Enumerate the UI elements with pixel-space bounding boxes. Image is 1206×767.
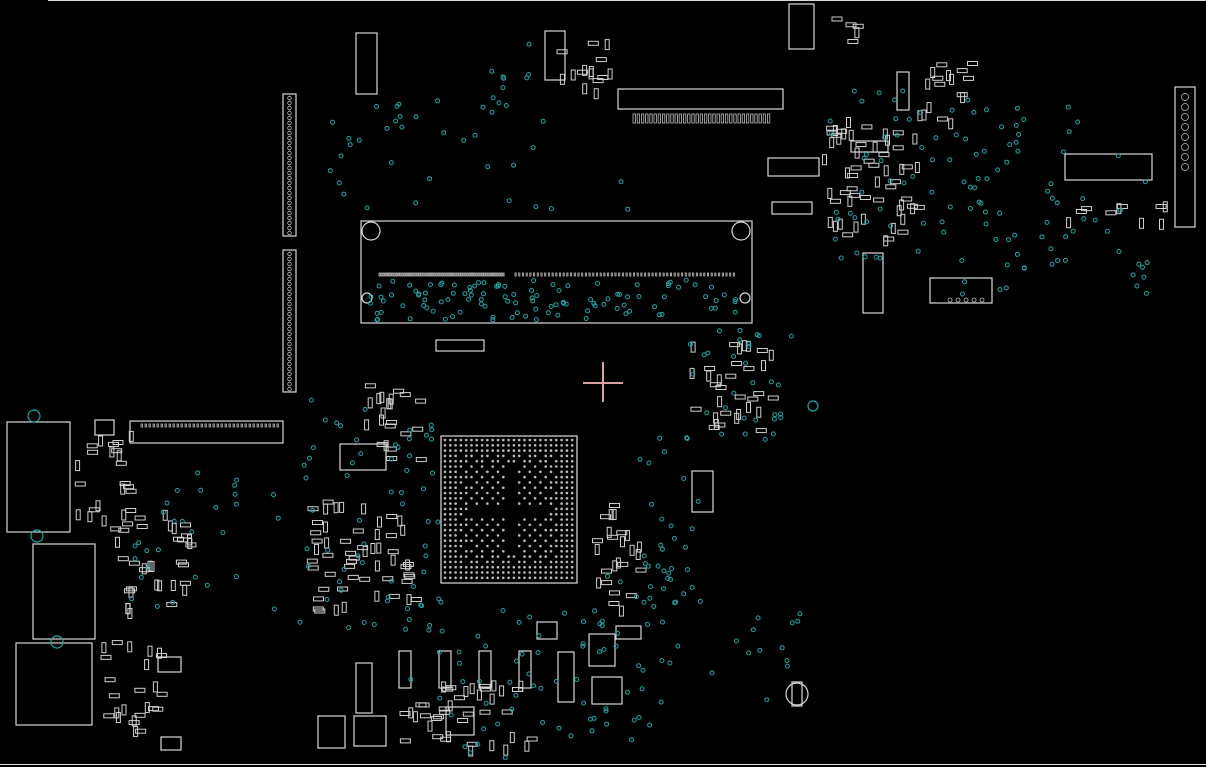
via-large-l1 <box>27 409 41 423</box>
via-large-m <box>807 400 819 412</box>
cap-b3 <box>438 650 452 689</box>
chip-small-1 <box>767 157 820 177</box>
chip-right-1 <box>896 71 910 111</box>
board-top-edge <box>48 0 1206 1</box>
board-bottom-edge <box>0 764 1206 765</box>
mount-hole-br <box>739 292 751 304</box>
chip-top-1 <box>355 32 378 95</box>
mount-hole-left <box>361 221 381 241</box>
via-large-b <box>785 682 809 706</box>
via-large-l2 <box>30 529 44 543</box>
inductor-b3 <box>445 706 475 736</box>
part-b6 <box>536 621 558 640</box>
usb-connector-1 <box>6 421 71 533</box>
via-large-l3 <box>50 635 64 649</box>
chip-small-2 <box>771 201 813 215</box>
cap-b5 <box>518 650 532 689</box>
cap-b1 <box>355 662 373 714</box>
mount-hole-right <box>731 221 751 241</box>
inductor-b4 <box>588 633 616 667</box>
ribbon-connector-top <box>617 88 784 110</box>
small-part-l2 <box>157 656 182 673</box>
connector-right-edge <box>1174 86 1196 228</box>
crosshair-icon <box>602 362 604 402</box>
cap-b6 <box>557 651 575 703</box>
bga-processor <box>440 435 578 584</box>
ribbon-connector-left <box>129 420 284 444</box>
chip-top-2 <box>544 30 566 81</box>
chip-small-3 <box>850 140 889 153</box>
chip-vertical-1 <box>862 252 884 314</box>
chip-right-2 <box>1064 153 1153 181</box>
inductor-b2 <box>353 715 387 747</box>
small-part-l3 <box>160 736 182 751</box>
small-part-l1 <box>94 419 115 436</box>
usb-connector-2 <box>32 543 96 640</box>
memory-slot <box>360 220 753 324</box>
chip-right-3 <box>929 277 993 304</box>
header-connector-top-left <box>282 93 297 237</box>
chip-top-3 <box>788 3 815 50</box>
inductor-b5 <box>591 676 623 705</box>
part-b8 <box>791 681 803 707</box>
inductor-b1 <box>317 715 346 749</box>
lan-connector <box>15 642 93 726</box>
chip-mid-2 <box>691 470 714 513</box>
cap-b2 <box>398 650 412 689</box>
chip-mid-1 <box>339 443 387 471</box>
header-connector-mid-left <box>282 249 297 393</box>
chip-small-4 <box>435 339 485 352</box>
